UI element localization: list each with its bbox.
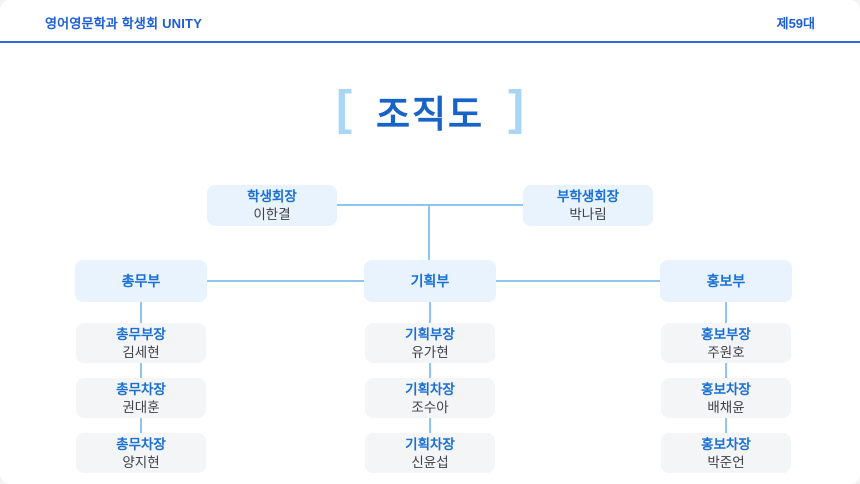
- member-box: 홍보차장 배채윤: [661, 378, 791, 418]
- edition-badge: 제59대: [776, 16, 815, 31]
- member-role: 총무차장: [116, 437, 166, 452]
- title-bracket-right: ]: [508, 82, 525, 135]
- leader-name: 이한결: [253, 207, 291, 222]
- member-box: 총무차장 양지현: [76, 433, 206, 473]
- connector-col3-c: [725, 418, 727, 433]
- member-name: 신윤섭: [411, 455, 449, 470]
- member-name: 권대훈: [122, 400, 160, 415]
- title-block: [ 조직도 ]: [0, 84, 860, 138]
- connector-col1-b: [140, 363, 142, 378]
- member-name: 조수아: [411, 400, 449, 415]
- leader-box-president: 학생회장 이한결: [207, 185, 337, 226]
- connector-col3-b: [725, 363, 727, 378]
- member-role: 총무차장: [116, 382, 166, 397]
- header-divider: [0, 41, 860, 43]
- connector-col2-a: [429, 302, 431, 323]
- member-box: 홍보차장 박준언: [661, 433, 791, 473]
- member-name: 박준언: [707, 455, 745, 470]
- leader-box-vice-president: 부학생회장 박나림: [523, 185, 653, 226]
- member-box: 총무부장 김세현: [76, 323, 206, 363]
- connector-leaders-to-planning: [428, 205, 430, 261]
- connector-dept2-dept3: [496, 280, 660, 282]
- connector-dept1-dept2: [207, 280, 364, 282]
- dept-box-general-affairs: 총무부: [75, 260, 207, 302]
- member-name: 양지현: [122, 455, 160, 470]
- leader-role: 학생회장: [247, 189, 297, 204]
- member-name: 배채윤: [707, 400, 745, 415]
- member-box: 총무차장 권대훈: [76, 378, 206, 418]
- member-role: 홍보차장: [701, 382, 751, 397]
- member-box: 기획부장 유가현: [365, 323, 495, 363]
- member-box: 기획차장 신윤섭: [365, 433, 495, 473]
- member-box: 기획차장 조수아: [365, 378, 495, 418]
- dept-box-public-relations: 홍보부: [660, 260, 792, 302]
- member-role: 홍보차장: [701, 437, 751, 452]
- member-role: 총무부장: [116, 327, 166, 342]
- page-title: 조직도: [375, 94, 485, 135]
- member-role: 홍보부장: [701, 327, 751, 342]
- leader-role: 부학생회장: [556, 189, 620, 204]
- header-title: 영어영문학과 학생회 UNITY: [45, 16, 203, 31]
- connector-col3-a: [725, 302, 727, 323]
- title-bracket-left: [: [335, 82, 352, 135]
- member-name: 유가현: [411, 345, 449, 360]
- member-box: 홍보부장 주원호: [661, 323, 791, 363]
- member-name: 김세현: [122, 345, 160, 360]
- member-role: 기획차장: [405, 382, 455, 397]
- member-role: 기획차장: [405, 437, 455, 452]
- connector-col2-b: [429, 363, 431, 378]
- connector-col1-a: [140, 302, 142, 323]
- leader-name: 박나림: [569, 207, 607, 222]
- connector-leaders-horizontal: [337, 204, 523, 206]
- dept-box-planning: 기획부: [364, 260, 496, 302]
- connector-col1-c: [140, 418, 142, 433]
- member-role: 기획부장: [405, 327, 455, 342]
- connector-col2-c: [429, 418, 431, 433]
- member-name: 주원호: [707, 345, 745, 360]
